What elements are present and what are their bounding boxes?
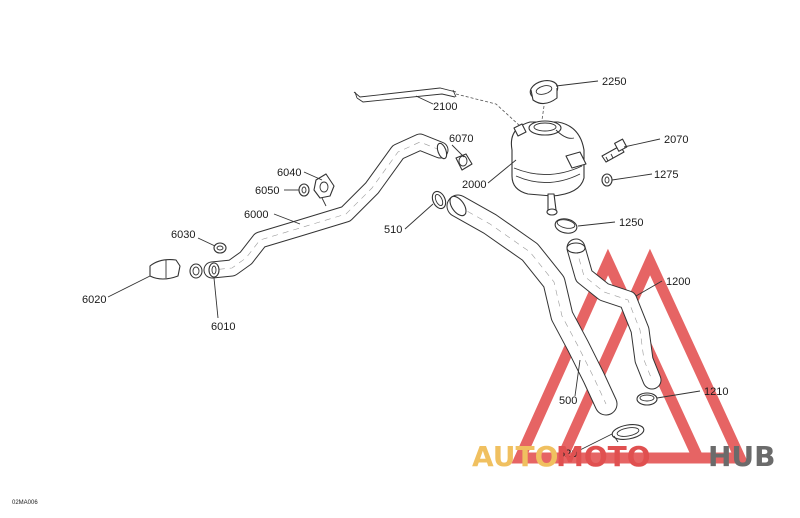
clamp-6030 bbox=[213, 242, 227, 254]
callout-1275: 1275 bbox=[654, 169, 678, 181]
callout-2000: 2000 bbox=[462, 179, 486, 191]
clamp-6040 bbox=[313, 173, 335, 207]
hose-6020 bbox=[149, 259, 181, 280]
clamp-6050 bbox=[298, 183, 310, 197]
hose-500 bbox=[446, 194, 618, 416]
callout-6020: 6020 bbox=[82, 294, 106, 306]
callout-2250: 2250 bbox=[602, 76, 626, 88]
clamp-1210 bbox=[636, 392, 658, 406]
pressure-cap-2250 bbox=[529, 80, 559, 121]
hose-6000 bbox=[203, 133, 449, 279]
bolt-2070 bbox=[601, 138, 628, 163]
callout-520: 520 bbox=[559, 448, 577, 460]
watermark-moto: MOTO bbox=[556, 440, 651, 473]
watermark-hub: HUB bbox=[708, 440, 776, 473]
clamp-520 bbox=[611, 424, 645, 443]
overflow-tube-2100 bbox=[353, 87, 521, 127]
callout-labels: 2250 2100 6070 2070 6040 6050 2000 1275 … bbox=[82, 76, 728, 460]
clamp-1250 bbox=[554, 218, 578, 234]
callout-1210: 1210 bbox=[704, 386, 728, 398]
coolant-tank-2000 bbox=[510, 120, 587, 216]
watermark-logo-text: AUTO MOTO HUB bbox=[472, 440, 776, 473]
clamp-510 bbox=[431, 190, 447, 210]
callout-6030: 6030 bbox=[171, 229, 195, 241]
leader-lines bbox=[107, 80, 701, 451]
callout-1200: 1200 bbox=[666, 276, 690, 288]
clamp-6010 bbox=[189, 262, 220, 279]
callout-1250: 1250 bbox=[619, 217, 643, 229]
callout-510: 510 bbox=[384, 224, 402, 236]
callout-6070: 6070 bbox=[449, 133, 473, 145]
callout-6010: 6010 bbox=[211, 321, 235, 333]
watermark-auto: AUTO bbox=[472, 440, 558, 473]
callout-6000: 6000 bbox=[244, 209, 268, 221]
callout-6040: 6040 bbox=[277, 167, 301, 179]
figure-code: 02MA006 bbox=[12, 500, 38, 506]
callout-500: 500 bbox=[559, 395, 577, 407]
callout-6050: 6050 bbox=[255, 185, 279, 197]
callout-2100: 2100 bbox=[433, 101, 457, 113]
nut-1275 bbox=[601, 173, 613, 187]
callout-2070: 2070 bbox=[664, 134, 688, 146]
hose-1200 bbox=[566, 238, 662, 390]
